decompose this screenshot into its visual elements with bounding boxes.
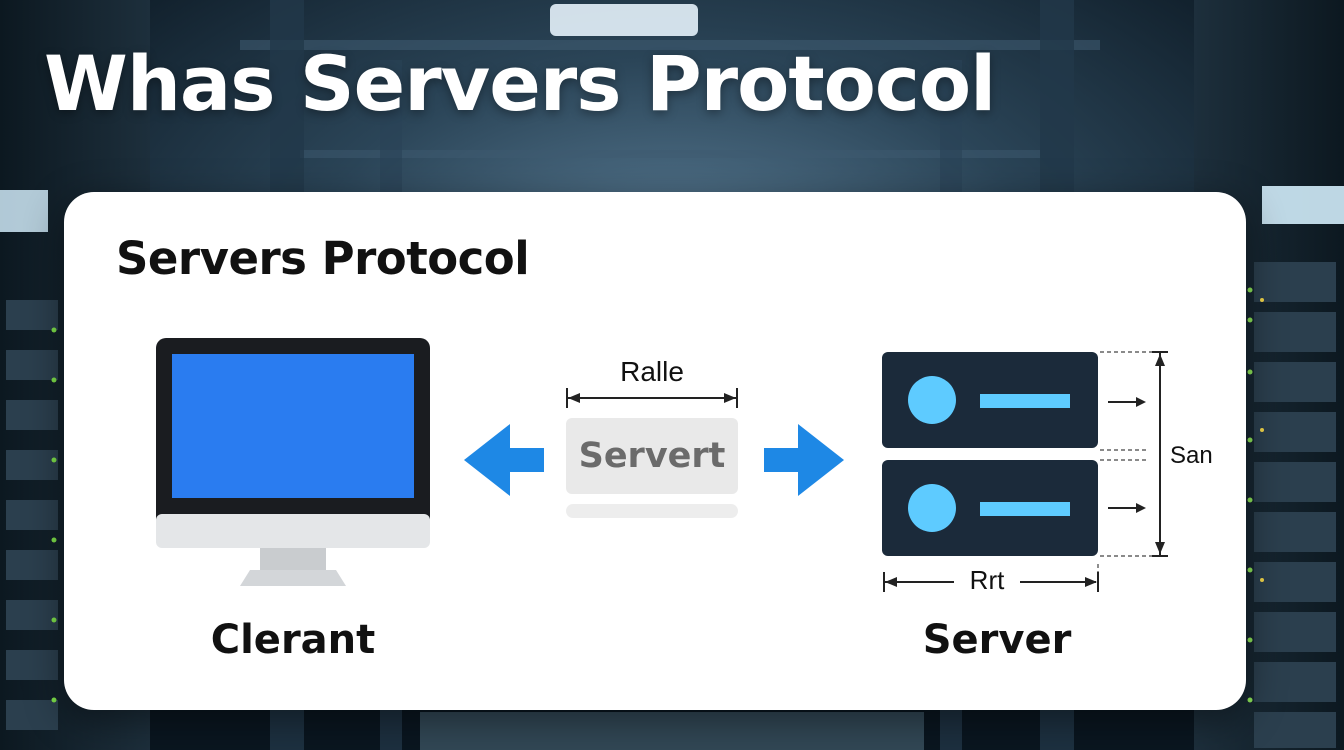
- dimension-guides: [1097, 351, 1160, 590]
- server-output-arrows: [1108, 397, 1146, 513]
- card-title: Servers Protocol: [116, 232, 530, 285]
- server-label: Server: [922, 617, 1072, 663]
- arrow-left-icon: [464, 424, 544, 496]
- protocol-diagram: [156, 338, 1168, 592]
- client-label: Clerant: [210, 617, 376, 663]
- headline: Whas Servers Protocol: [44, 39, 996, 128]
- message-box: Servert: [566, 418, 738, 494]
- server-width-dimension: [883, 572, 1099, 592]
- message-underline-bar: [566, 504, 738, 518]
- diagram-card: Servers Protocol: [64, 192, 1246, 710]
- message-top-label: Ralle: [620, 356, 684, 387]
- server-height-label: San: [1170, 442, 1213, 469]
- server-height-dimension: [1152, 351, 1168, 557]
- monitor-icon: [156, 338, 430, 586]
- message-dimension-line: [566, 388, 738, 408]
- server-width-label: Rrt: [969, 565, 1005, 595]
- arrow-right-icon: [764, 424, 844, 496]
- server-rack-icon: [882, 352, 1098, 556]
- message-box-label: Servert: [578, 436, 726, 476]
